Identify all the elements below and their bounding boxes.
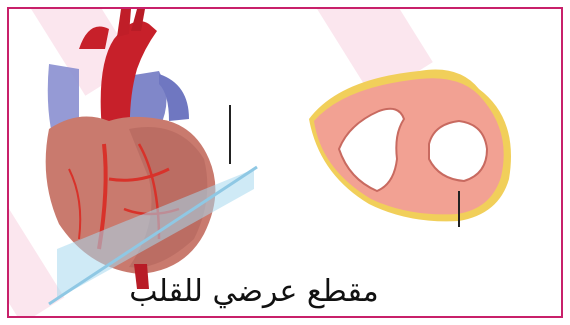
heart-diagram — [9, 9, 563, 318]
diagram-caption: مقطع عرضي للقلب — [89, 277, 419, 307]
cross-section-illustration — [309, 69, 511, 221]
figure-frame: مقطع عرضي للقلب — [7, 7, 563, 318]
